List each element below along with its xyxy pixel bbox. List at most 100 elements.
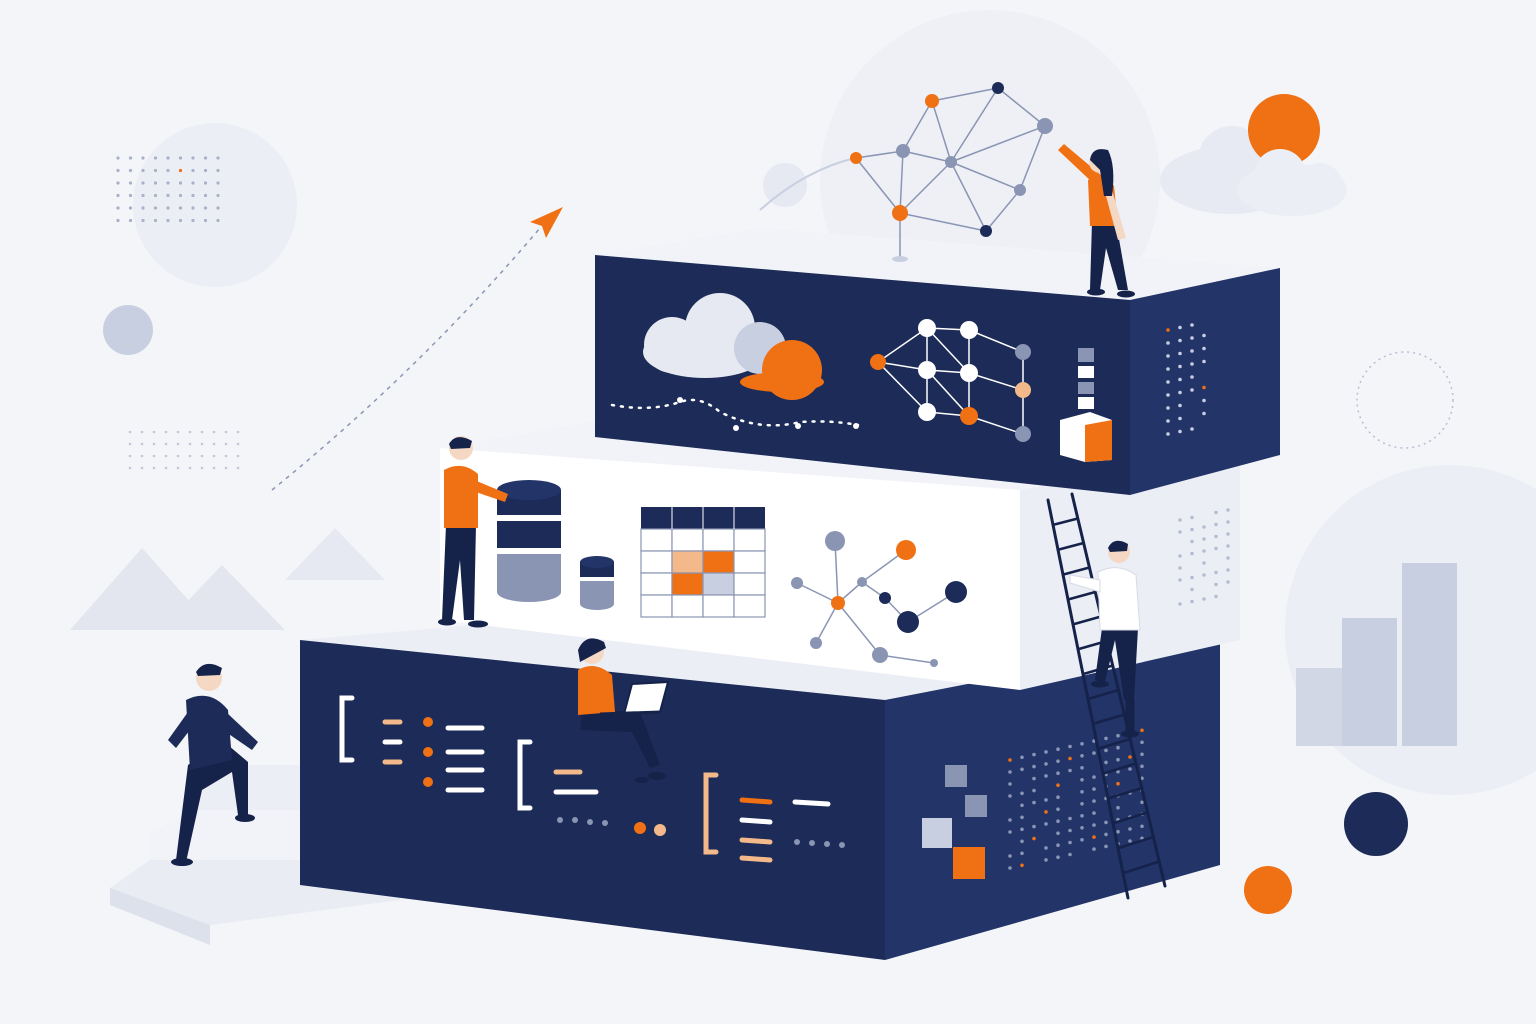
grid-dot xyxy=(179,169,182,172)
side-dot xyxy=(1178,554,1182,558)
side-dot xyxy=(1020,792,1024,796)
grid-dot xyxy=(141,431,144,434)
grid-dot xyxy=(141,194,144,197)
grid-dot xyxy=(154,181,157,184)
side-dot xyxy=(1104,833,1108,837)
grid-dot xyxy=(213,455,216,458)
calendar-cell xyxy=(703,551,734,573)
grid-dot xyxy=(129,467,132,470)
grid-dot xyxy=(166,169,169,172)
grid-dot xyxy=(189,443,192,446)
side-dot xyxy=(1056,783,1060,787)
side-dot xyxy=(1190,552,1194,556)
grid-dot xyxy=(225,443,228,446)
grid-dot xyxy=(191,194,194,197)
connector-node xyxy=(677,397,683,403)
side-dot xyxy=(1044,774,1048,778)
grid-dot xyxy=(129,206,132,209)
side-dot xyxy=(1080,778,1084,782)
grid-dot xyxy=(179,219,182,222)
grid-dot xyxy=(204,206,207,209)
grid-dot xyxy=(154,156,157,159)
side-dot xyxy=(1140,741,1144,745)
side-dot xyxy=(1178,578,1182,582)
grid-dot xyxy=(191,156,194,159)
side-dot xyxy=(1080,766,1084,770)
grid-dot xyxy=(129,156,132,159)
side-dot xyxy=(1190,388,1194,392)
side-dot xyxy=(1190,588,1194,592)
side-dot xyxy=(1092,823,1096,827)
side-dot xyxy=(1068,757,1072,761)
calendar-cell xyxy=(672,573,703,595)
grid-dot xyxy=(141,443,144,446)
grid-dot xyxy=(153,443,156,446)
side-dot xyxy=(1008,866,1012,870)
grid-dot xyxy=(179,206,182,209)
side-dot xyxy=(1178,378,1182,382)
grid-dot xyxy=(153,467,156,470)
grid-dot xyxy=(189,455,192,458)
grid-dot xyxy=(179,181,182,184)
grid-dot xyxy=(129,431,132,434)
calendar-cell xyxy=(703,595,734,617)
side-dot xyxy=(1008,758,1012,762)
bg-small-circle xyxy=(103,305,153,355)
calendar-grid-icon xyxy=(641,507,765,617)
side-dot xyxy=(1226,508,1230,512)
side-dot xyxy=(1104,737,1108,741)
grid-dot xyxy=(204,181,207,184)
side-dot xyxy=(1128,767,1132,771)
side-dot xyxy=(1092,847,1096,851)
grid-dot xyxy=(116,156,119,159)
side-dot xyxy=(1032,753,1036,757)
grid-dot xyxy=(154,206,157,209)
calendar-cell xyxy=(641,595,672,617)
side-dot xyxy=(1008,782,1012,786)
grid-dot xyxy=(166,206,169,209)
side-dot xyxy=(1190,427,1194,431)
side-dot xyxy=(1032,777,1036,781)
side-dot xyxy=(1178,339,1182,343)
side-dot xyxy=(1020,840,1024,844)
dot-grid-mid-left xyxy=(129,431,240,470)
side-dot xyxy=(1166,432,1170,436)
grid-dot xyxy=(225,455,228,458)
side-dot xyxy=(1104,845,1108,849)
calendar-cell xyxy=(641,573,672,595)
connector-node xyxy=(853,423,859,429)
side-dot xyxy=(1214,571,1218,575)
side-dot xyxy=(1140,729,1144,733)
side-dot xyxy=(1080,838,1084,842)
side-dot xyxy=(1020,804,1024,808)
side-dot xyxy=(1020,852,1024,856)
calendar-cell xyxy=(672,551,703,573)
side-dot xyxy=(1068,817,1072,821)
side-dot xyxy=(1116,746,1120,750)
side-dot xyxy=(1008,830,1012,834)
grid-dot xyxy=(237,431,240,434)
side-dot xyxy=(1226,520,1230,524)
bg-dashed-circle xyxy=(1357,352,1453,448)
grid-dot xyxy=(216,181,219,184)
side-dot xyxy=(1178,404,1182,408)
calendar-cell xyxy=(734,595,765,617)
grid-dot xyxy=(129,194,132,197)
side-dot xyxy=(1226,544,1230,548)
grid-dot xyxy=(141,206,144,209)
database-icon xyxy=(580,556,614,610)
bg-circle-left xyxy=(133,123,297,287)
side-dot xyxy=(1044,822,1048,826)
grid-dot xyxy=(191,169,194,172)
side-dot xyxy=(1202,561,1206,565)
calendar-cell xyxy=(734,573,765,595)
grid-dot xyxy=(141,467,144,470)
grid-dot xyxy=(201,443,204,446)
grid-dot xyxy=(141,181,144,184)
side-dot xyxy=(1068,769,1072,773)
side-dot xyxy=(1044,846,1048,850)
grid-dot xyxy=(165,467,168,470)
side-dot xyxy=(1104,749,1108,753)
grid-dot xyxy=(179,194,182,197)
